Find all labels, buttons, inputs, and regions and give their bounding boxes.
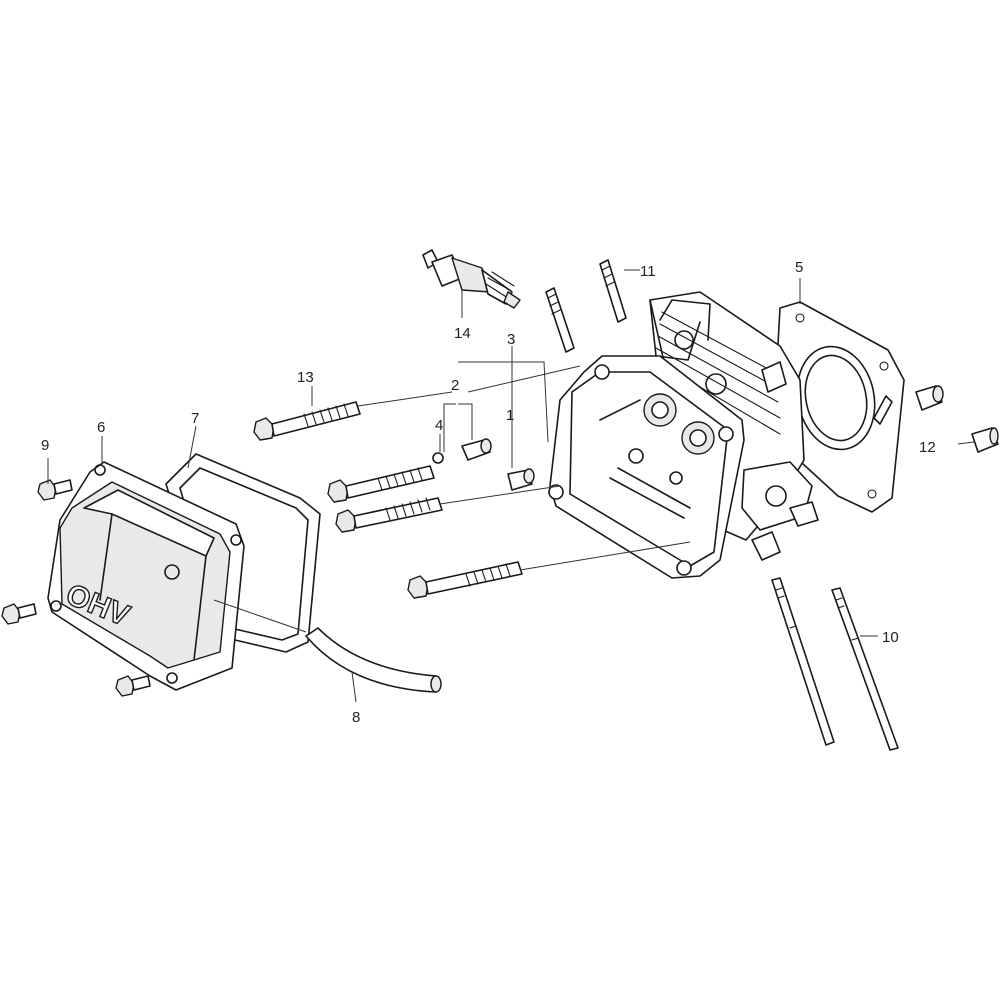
- breather-tube-part-8: [213, 599, 442, 693]
- o-ring-part-4: [432, 452, 444, 464]
- dowel-pin-part-12-lower: [971, 427, 999, 453]
- head-bolt-middle-1: [327, 465, 435, 503]
- dowel-pin-part-1: [507, 468, 535, 491]
- callout-1: 1: [506, 407, 514, 424]
- head-bolt-middle-2: [335, 497, 443, 533]
- callout-7: 7: [191, 410, 199, 427]
- head-bolt-part-13-top: [253, 401, 361, 441]
- callout-4: 4: [435, 417, 443, 434]
- callout-8: 8: [352, 709, 360, 726]
- callout-2: 2: [451, 377, 459, 394]
- stud-part-11-right: [599, 259, 627, 323]
- callout-6: 6: [97, 419, 105, 436]
- spark-plug-part-14: [422, 249, 521, 309]
- callout-14: 14: [454, 325, 471, 342]
- cover-bolt-part-9-top: [37, 479, 73, 501]
- head-gasket-part-5: [775, 301, 905, 513]
- cover-bolt-left: [1, 603, 37, 625]
- cylinder-head-assembly: [548, 291, 819, 579]
- callout-labels: 1 2 3 4 5 6 7 8 9 10 11 12 13 14: [41, 259, 936, 726]
- stud-part-11-left: [545, 287, 575, 353]
- dowel-pin-part-12-upper: [915, 385, 944, 411]
- dowel-pin-part-2: [461, 438, 492, 461]
- callout-11: 11: [640, 263, 656, 280]
- callout-9: 9: [41, 437, 49, 454]
- push-rod-part-10-left: [771, 577, 835, 746]
- leader-lines: [47, 269, 975, 703]
- cover-bolt-bottom: [115, 675, 151, 697]
- push-rod-part-10-right: [831, 587, 899, 751]
- head-bolt-lower: [407, 561, 523, 599]
- callout-3: 3: [507, 331, 515, 348]
- callout-10: 10: [882, 629, 899, 646]
- callout-5: 5: [795, 259, 803, 276]
- callout-12: 12: [919, 439, 936, 456]
- rocker-cover-part-6: OHV: [47, 461, 245, 691]
- callout-13: 13: [297, 369, 314, 386]
